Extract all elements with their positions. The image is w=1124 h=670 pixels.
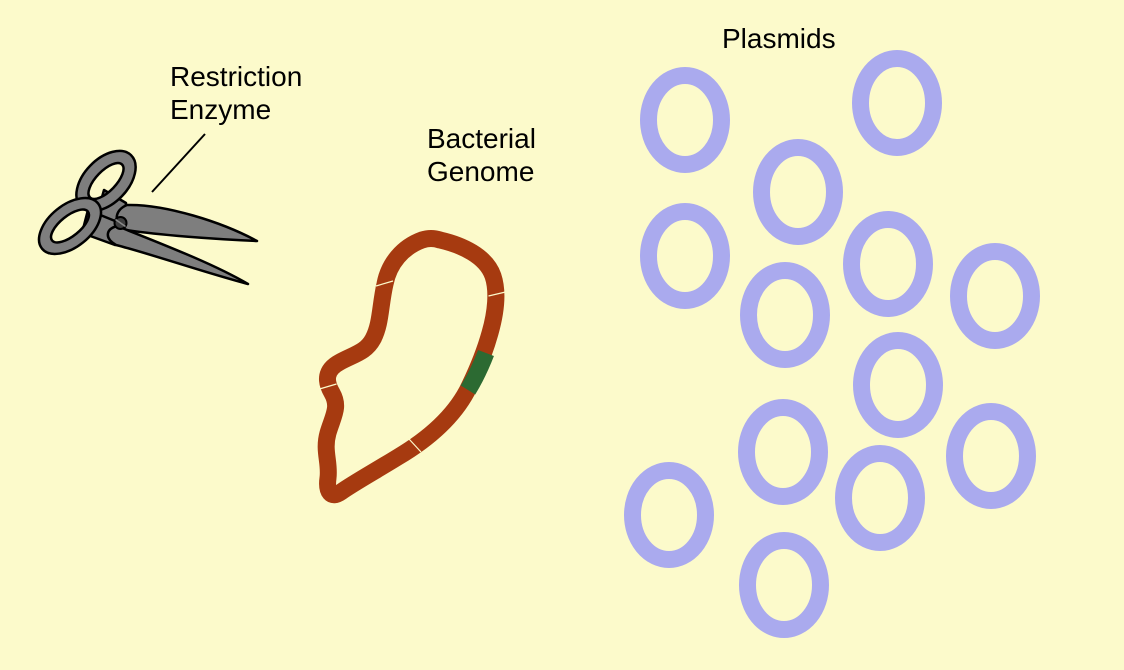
genome-segment-mark [408,438,422,453]
plasmid-ring [843,211,933,317]
plasmid-ring [624,462,714,568]
plasmid-ring [640,203,730,309]
plasmid-ring [739,532,829,638]
plasmid-ring [946,403,1036,509]
genome-segment-mark [319,383,337,390]
plasmid-ring [640,67,730,173]
scissors-icon [37,149,259,286]
bacterial-genome-group [317,230,506,504]
plasmid-ring [950,243,1040,349]
plasmid-ring [852,50,942,156]
plasmids-group [624,50,1040,638]
genome-segment-mark [488,291,506,297]
bacterial-genome-label: Bacterial Genome [427,123,536,187]
genome-insert-segment [460,349,494,395]
bacterial-genome-loop [317,230,505,504]
plasmids-label: Plasmids [722,23,836,54]
plasmid-ring [853,332,943,438]
plasmid-ring [835,445,925,551]
plasmid-ring [738,399,828,505]
genome-segment-mark [375,280,394,287]
plasmid-ring [740,262,830,368]
scissors-lower-handle [37,196,103,256]
leader-line [151,133,206,193]
scissors-lower-blade [106,224,250,286]
restriction-enzyme-label: Restriction Enzyme [170,61,303,125]
plasmid-ring [753,139,843,245]
scissors-screw-slot [115,218,126,228]
